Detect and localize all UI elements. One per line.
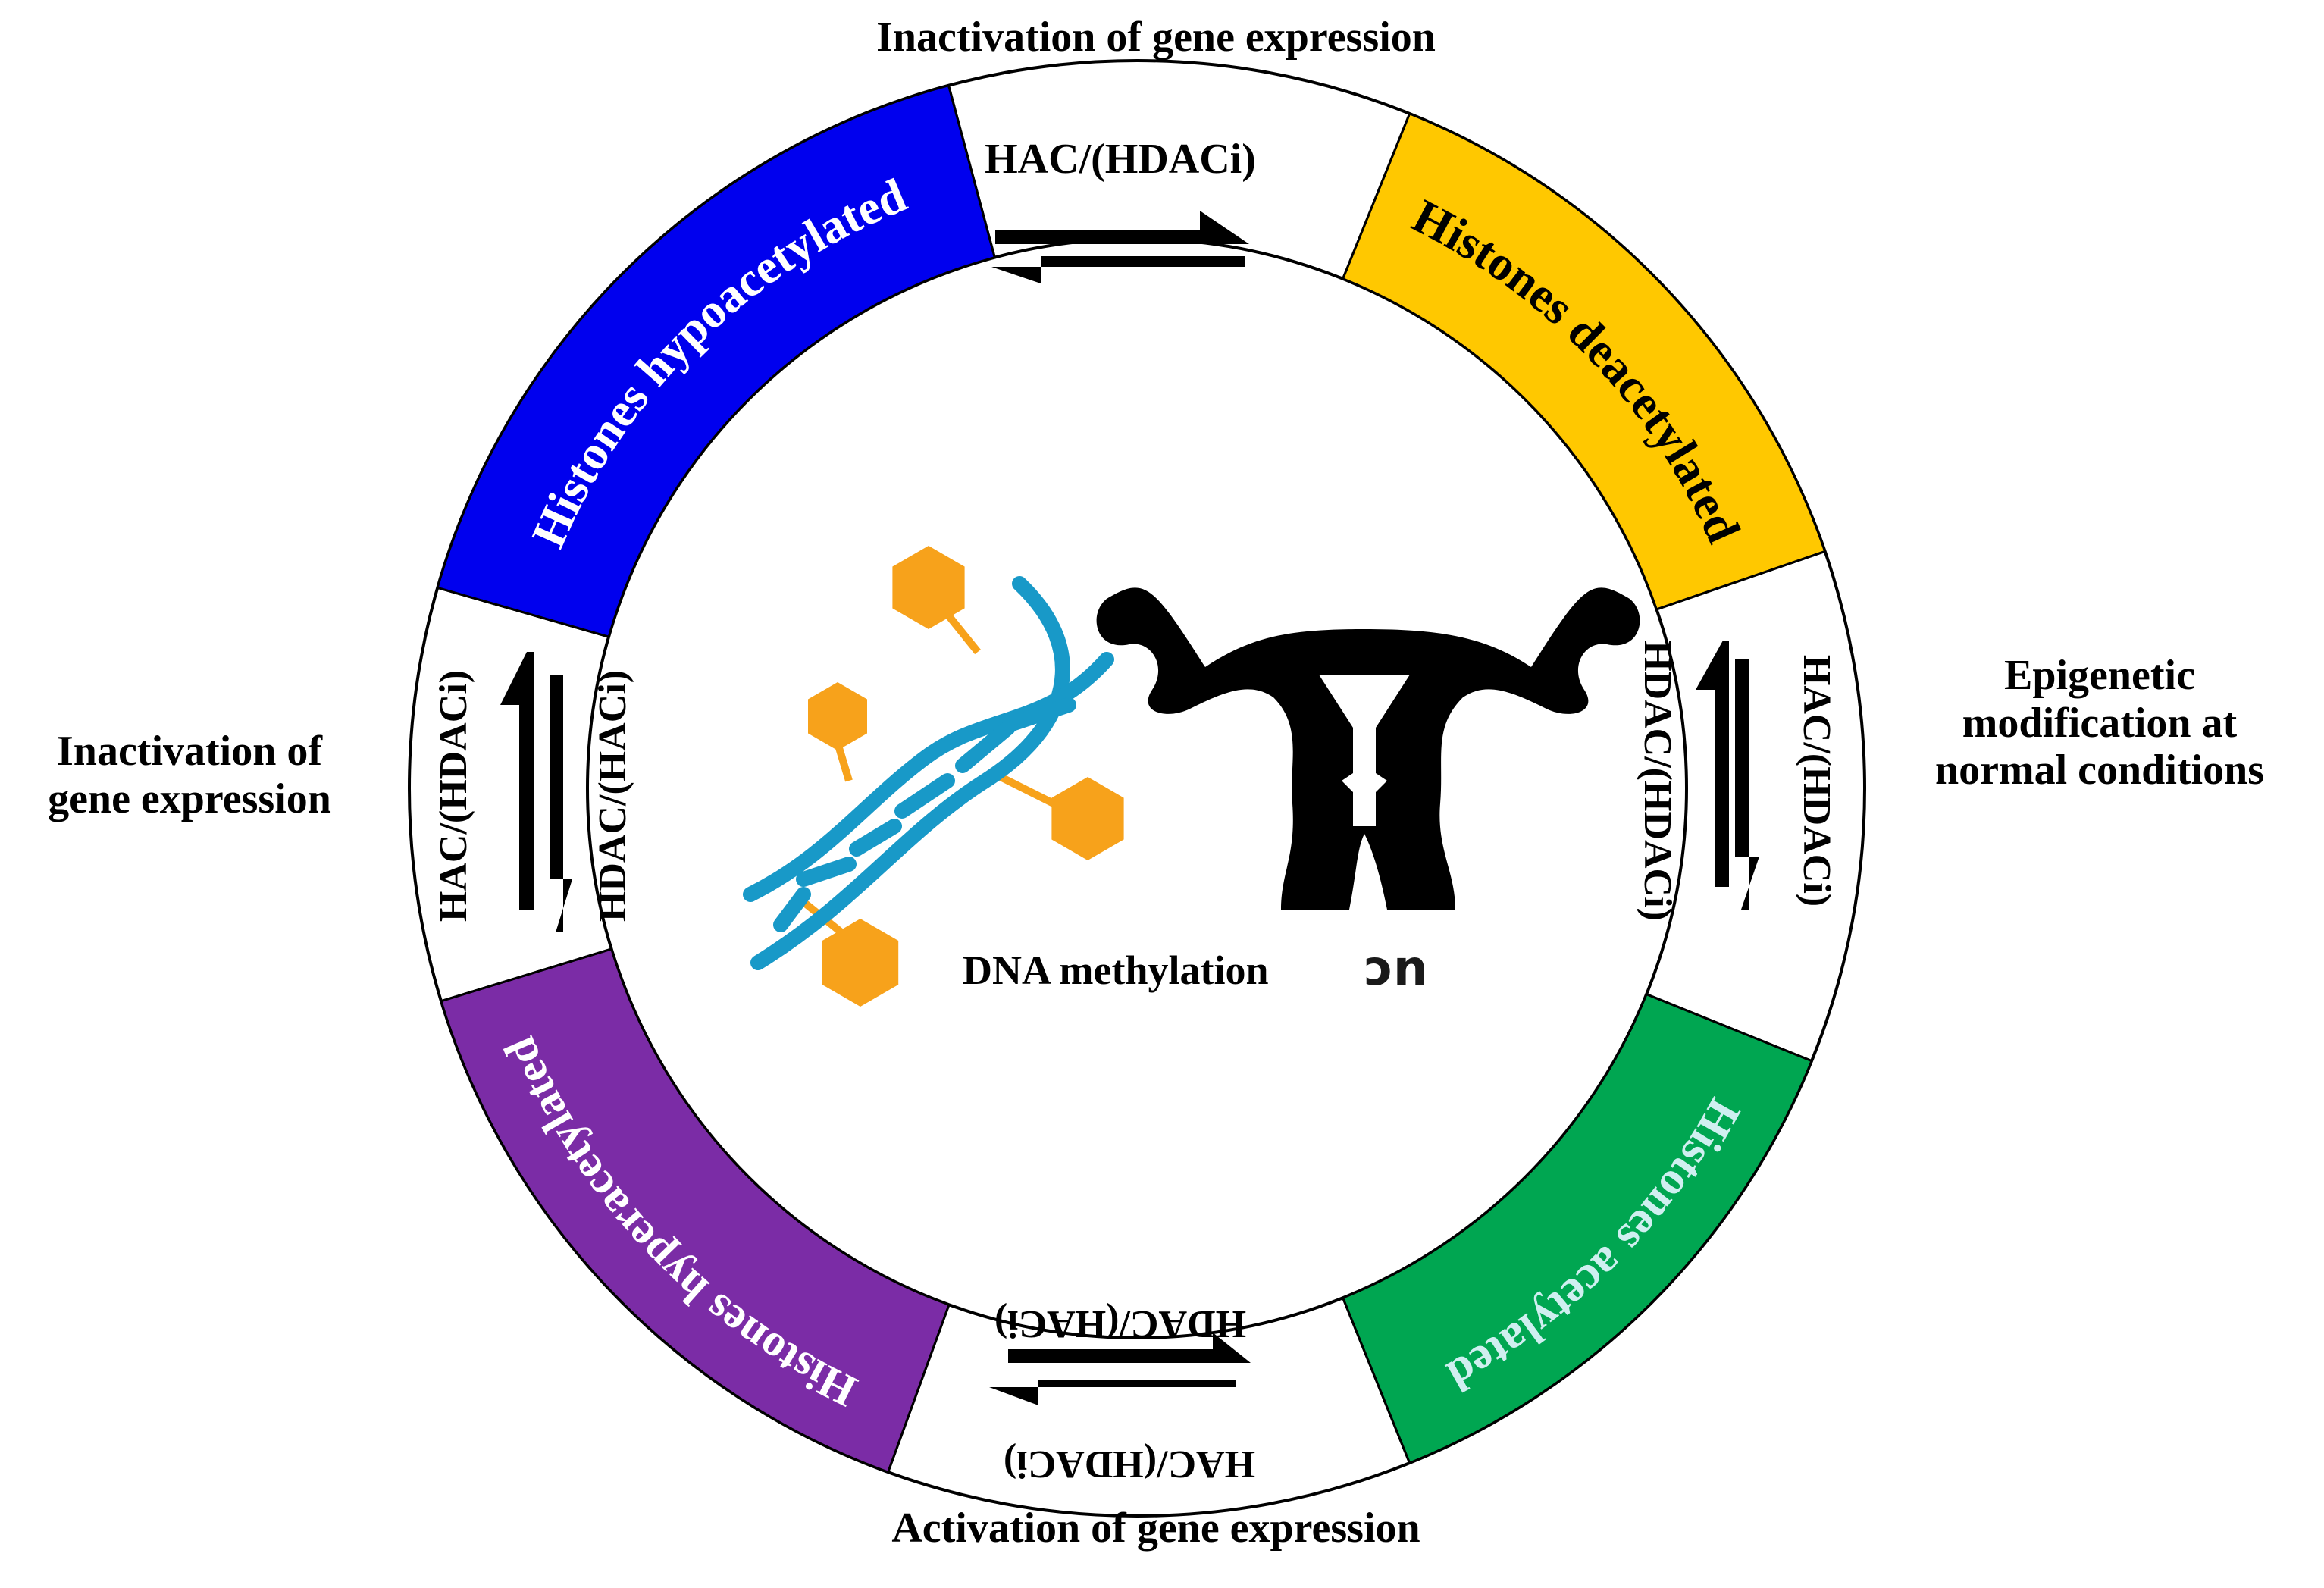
outer-label-right-line3: normal conditions bbox=[1934, 747, 2265, 794]
gap-separator-line bbox=[440, 947, 612, 1003]
gap-right-label-inner: HDAC/(HDACi) bbox=[1636, 641, 1679, 921]
gap-bottom-label-outer: HAC/(HDACi) bbox=[1004, 1442, 1255, 1486]
gap-left: HAC/(HDACi) HDAC/(HACi) bbox=[432, 652, 634, 932]
gap-separator-line bbox=[1646, 993, 1812, 1063]
center-glyph: ɔn bbox=[1364, 941, 1428, 997]
equilibrium-arrows-icon bbox=[989, 1333, 1251, 1405]
segment-hyperacetylated bbox=[440, 947, 951, 1474]
equilibrium-arrows-icon bbox=[500, 652, 572, 932]
segment-acetylated bbox=[1341, 992, 1814, 1465]
hexagon-icon bbox=[808, 682, 867, 750]
hexagon-icon bbox=[822, 919, 899, 1007]
segment-deacetylated bbox=[1341, 111, 1827, 611]
gap-right: HAC/(HDACi) HDAC/(HDACi) bbox=[1636, 641, 1838, 921]
gap-separator-line bbox=[1656, 550, 1826, 611]
gap-separator-line bbox=[887, 1304, 951, 1473]
outer-label-right-line2: modification at bbox=[1962, 699, 2238, 747]
hexagon-connectors bbox=[800, 609, 1056, 935]
uterine-cavity bbox=[1319, 675, 1410, 826]
center-label: DNA methylation bbox=[963, 947, 1269, 993]
outer-label-left-line2: gene expression bbox=[48, 775, 331, 822]
gap-top-label: HAC/(HDACi) bbox=[985, 136, 1256, 183]
outer-label-left-line1: Inactivation of bbox=[57, 728, 322, 775]
hexagon-icon bbox=[1051, 777, 1124, 860]
outer-label-right: Epigenetic modification at normal condit… bbox=[1880, 652, 2319, 794]
gap-separator-line bbox=[1342, 1297, 1411, 1464]
center-illustration bbox=[743, 546, 1640, 1007]
gap-bottom-label-inner: HDAC/(HACi) bbox=[994, 1302, 1246, 1345]
gap-top: HAC/(HDACi) bbox=[985, 136, 1256, 283]
outer-label-bottom: Activation of gene expression bbox=[891, 1505, 1420, 1552]
equilibrium-arrows-icon bbox=[991, 211, 1249, 283]
gap-separator-line bbox=[437, 586, 609, 638]
equilibrium-arrows-icon bbox=[1696, 641, 1759, 910]
gap-bottom: HDAC/(HACi) HAC/(HDACi) bbox=[989, 1302, 1255, 1486]
gap-separator-line bbox=[1342, 113, 1411, 280]
gap-left-label-inner: HDAC/(HACi) bbox=[591, 670, 634, 922]
outer-label-top: Inactivation of gene expression bbox=[876, 14, 1436, 61]
outer-label-right-line1: Epigenetic bbox=[2004, 652, 2195, 699]
gap-right-label-outer: HAC/(HDACi) bbox=[1795, 655, 1838, 907]
segment-hypoacetylated bbox=[436, 83, 997, 639]
gap-separators bbox=[437, 85, 1826, 1473]
dna-helix-icon bbox=[743, 576, 1114, 970]
hexagon-icon bbox=[892, 546, 965, 629]
hexagon-group bbox=[808, 546, 1124, 1007]
gap-separator-line bbox=[947, 85, 996, 258]
outer-label-left: Inactivation of gene expression bbox=[8, 728, 371, 822]
gap-left-label-outer: HAC/(HDACi) bbox=[432, 670, 475, 922]
